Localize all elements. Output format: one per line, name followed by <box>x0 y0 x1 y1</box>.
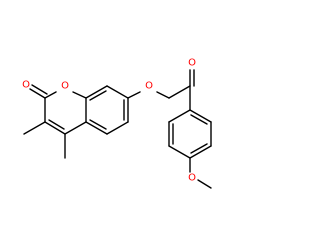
bond-c2-o-carbonyl-double <box>31 84 48 95</box>
bond-c5-c4a <box>85 121 108 135</box>
bond-ar1-ar2 <box>189 109 212 123</box>
bond-c3-methyl <box>23 121 46 135</box>
bond-c3-c4 <box>44 121 66 135</box>
bonds <box>23 69 212 189</box>
bond-o-ring-c8a <box>72 91 87 99</box>
bond-c8a-c8-double <box>89 90 107 101</box>
bond-ch2-co <box>168 85 191 99</box>
bond-ar6-ar1 <box>168 109 191 123</box>
bond-c3-c4-double <box>48 119 65 130</box>
bond-c7-ether-o <box>127 91 141 99</box>
atom-label-ring-oxygen: O <box>61 81 69 92</box>
atom-label-methoxy-oxygen: O <box>188 173 196 184</box>
molecule-canvas: O O O O O <box>22 57 212 189</box>
atom-labels: O O O O O <box>22 58 196 184</box>
bond-c5-c4a-double <box>89 119 107 130</box>
bond-ether-o-ch2 <box>156 91 170 99</box>
bond-ar1-ar2-double <box>190 114 208 125</box>
bond-c2-o-ring <box>44 91 57 99</box>
bond-methoxy-o-ch3 <box>197 179 212 189</box>
bond-c8-c7 <box>106 85 129 99</box>
atom-label-carbonyl-oxygen: O <box>22 80 30 91</box>
atom-label-ether-oxygen: O <box>145 81 153 92</box>
atom-label-ketone-oxygen: O <box>188 58 196 69</box>
bond-c6-c5 <box>106 121 129 135</box>
molecule-structure: O O O O O <box>22 58 212 189</box>
bond-c8a-c8 <box>85 85 108 99</box>
bond-c4-c4a <box>64 121 87 135</box>
bond-ar3-ar4-double <box>190 143 208 154</box>
bond-ar3-ar4 <box>189 145 212 159</box>
bond-c2-o-carbonyl <box>29 88 46 99</box>
bond-ar4-ar5 <box>168 145 191 159</box>
